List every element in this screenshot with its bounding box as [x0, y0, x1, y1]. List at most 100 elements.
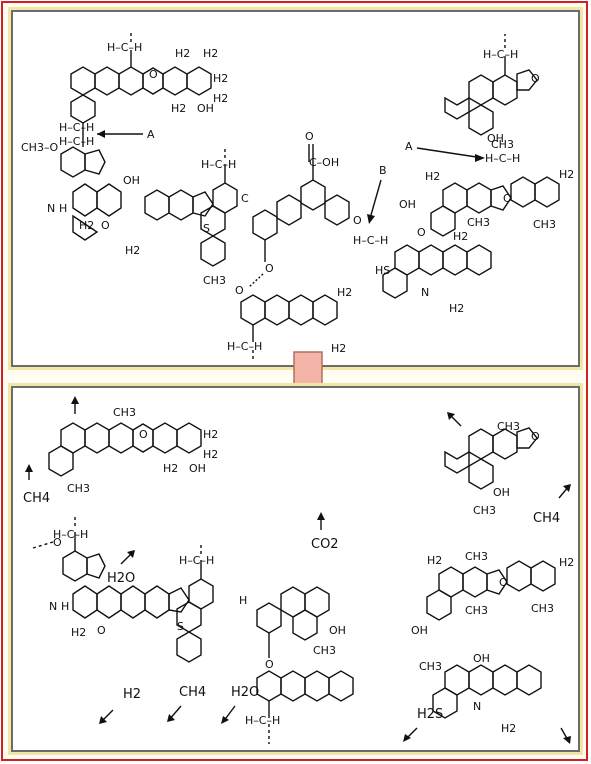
h2-bottom-a: H2 [337, 286, 352, 299]
o-label-furan-top-left: O [149, 68, 158, 81]
gas-ch4-right: CH4 [533, 484, 571, 526]
pyrolysis-products-diagram: CH3 O CH3 H2 OH H2 H2 CH4 CO2 H2O CH4 [23, 396, 574, 744]
h2-acr-b: H2 [449, 302, 464, 315]
h-o-label: O [235, 284, 244, 297]
ch2-linker-b: H–C–H [353, 234, 388, 247]
h-b-label: H [61, 600, 69, 613]
ch3-b-rm: CH3 [465, 550, 488, 563]
h2-label-d: H2 [213, 92, 228, 105]
o-furan-mid-right: O [503, 192, 512, 205]
h-o-right: OH [399, 198, 416, 211]
n-label: N [47, 202, 55, 215]
oh-left-label: OH [123, 174, 140, 187]
label-b: B [379, 164, 387, 177]
label-a-left: A [147, 128, 155, 141]
ch2-right-top: H–C–H [483, 48, 518, 61]
oh-b-acr: OH [473, 652, 490, 665]
ch3o-label: CH3–O [21, 141, 58, 154]
ch2-label-top-left: H–C–H [107, 41, 142, 54]
gas-h2o-left: H2O [107, 550, 135, 586]
carboxyl-phenanthrene: O C–OH O [252, 130, 362, 241]
h2-product-tl-c: H2 [203, 448, 218, 461]
product-right-bottom: CH3 OH N H2 [419, 652, 542, 735]
label-a-right: A [405, 140, 413, 153]
gas-co2: CO2 [311, 512, 339, 552]
gas-h2o-bottom: H2O [221, 685, 259, 724]
bottom-panel-pyrolysis-products: CH3 O CH3 H2 OH H2 H2 CH4 CO2 H2O CH4 [11, 386, 580, 752]
product-bottom-middle: O H–C–H [245, 633, 354, 744]
gas-h2-bottom: H2 [99, 687, 141, 724]
h2-left-b: H2 [125, 244, 140, 257]
product-right-middle: CH3 O OH CH3 CH3 H2 H2 [411, 550, 574, 637]
ch4-left-label: CH4 [23, 491, 50, 506]
product-middle-phenanthrol: OH CH3 [256, 586, 346, 657]
h2-right-b: H2 [559, 168, 574, 181]
ch3-mid-label: CH3 [203, 274, 226, 287]
gas-arrow-top-right [447, 412, 462, 427]
coal-macromolecule-diagram: H–C–H O H2 H2 H2 H2 OH H2 H–C–H H–C–H A … [21, 32, 574, 362]
o-methoxy-b: O [53, 536, 62, 549]
carbonyl-o-label: O [305, 130, 314, 143]
product-top-left: CH3 O CH3 H2 OH H2 H2 [48, 396, 218, 495]
ch2-linker-right: H–C–H [485, 152, 520, 165]
central-thiophene-chain: S H–C–H CH3 C [144, 146, 249, 287]
c-bridge-label: C [241, 192, 249, 205]
h2-bottom-b: H2 [331, 342, 346, 355]
h2-label-b: H2 [203, 47, 218, 60]
oh-b-rm: OH [411, 624, 428, 637]
o-mid-label: O [265, 262, 274, 275]
product-left-main: O H–C–H N H H2 O S H–C–H H [32, 514, 247, 663]
h-of-n-label: H [59, 202, 67, 215]
ch3-b-right-top: CH3 [497, 420, 520, 433]
h2-left-a: H2 [79, 219, 94, 232]
oh-b-mid: OH [329, 624, 346, 637]
o-b-furan-right: O [531, 430, 540, 443]
ch2-b-center: H–C–H [179, 554, 214, 567]
h-b-bridge: H [239, 594, 247, 607]
ch3-right-b: CH3 [533, 218, 556, 231]
bottom-middle-fragment: O O H2 H2 H–C–H [227, 240, 352, 362]
oh-product-tl: OH [189, 462, 206, 475]
oh-label-top-left: OH [197, 102, 214, 115]
h2-bottom-label: H2 [123, 687, 141, 702]
linker-a-left: H–C–H H–C–H A [59, 121, 155, 148]
ch4-right-label: CH4 [533, 511, 560, 526]
oh-b-right-top: OH [493, 486, 510, 499]
h2-b-left: H2 [71, 626, 86, 639]
h2o-bottom-label: H2O [231, 685, 259, 700]
ch2-b-left: H–C–H [53, 528, 88, 541]
o-b-pyran: O [97, 624, 106, 637]
cooh-label: C–OH [309, 156, 339, 169]
product-top-right: O CH3 OH CH3 [444, 420, 540, 517]
ch3-linker-right: CH3 [491, 138, 514, 151]
ch3-b-acr: CH3 [419, 660, 442, 673]
ch3-b-rm-b: CH3 [465, 604, 488, 617]
ch3-b-mid: CH3 [313, 644, 336, 657]
h2-b-rm: H2 [427, 554, 442, 567]
o-product-tl: O [139, 428, 148, 441]
top-left-fragment: H–C–H O H2 H2 H2 H2 OH H2 [70, 32, 228, 124]
h2-right-a: H2 [425, 170, 440, 183]
linker-b: B H–C–H [353, 164, 388, 247]
right-middle-fragment: O CH3 CH3 OH H2 H2 [399, 168, 574, 237]
ch3-b-rm-c: CH3 [531, 602, 554, 615]
linker-ch2-top: H–C–H [59, 121, 94, 134]
co2-label: CO2 [311, 537, 339, 552]
ch3-product-tl: CH3 [113, 406, 136, 419]
oh-right-top: OH [487, 132, 504, 145]
o-ether-label: O [353, 214, 362, 227]
h2-label-a: H2 [175, 47, 190, 60]
o-acridine-label: O [417, 226, 426, 239]
indole-methoxy-fragment: CH3–O N H H2 O OH H2 [21, 141, 140, 257]
n-b-label: N [49, 600, 57, 613]
o-furan-right: O [531, 72, 540, 85]
h2-b-acr: H2 [501, 722, 516, 735]
ch4-bottom-label: CH4 [179, 685, 206, 700]
top-right-fragment: O H–C–H OH [444, 34, 540, 145]
acridine-fragment: HS N O H2 H2 [375, 226, 492, 315]
n-acridine-label: N [421, 286, 429, 299]
h2-product-tl: H2 [163, 462, 178, 475]
ch2-label-bottom: H–C–H [227, 340, 262, 353]
top-panel-coal-structure: H–C–H O H2 H2 H2 H2 OH H2 H–C–H H–C–H A … [11, 10, 580, 367]
h2-label-e: H2 [171, 102, 186, 115]
